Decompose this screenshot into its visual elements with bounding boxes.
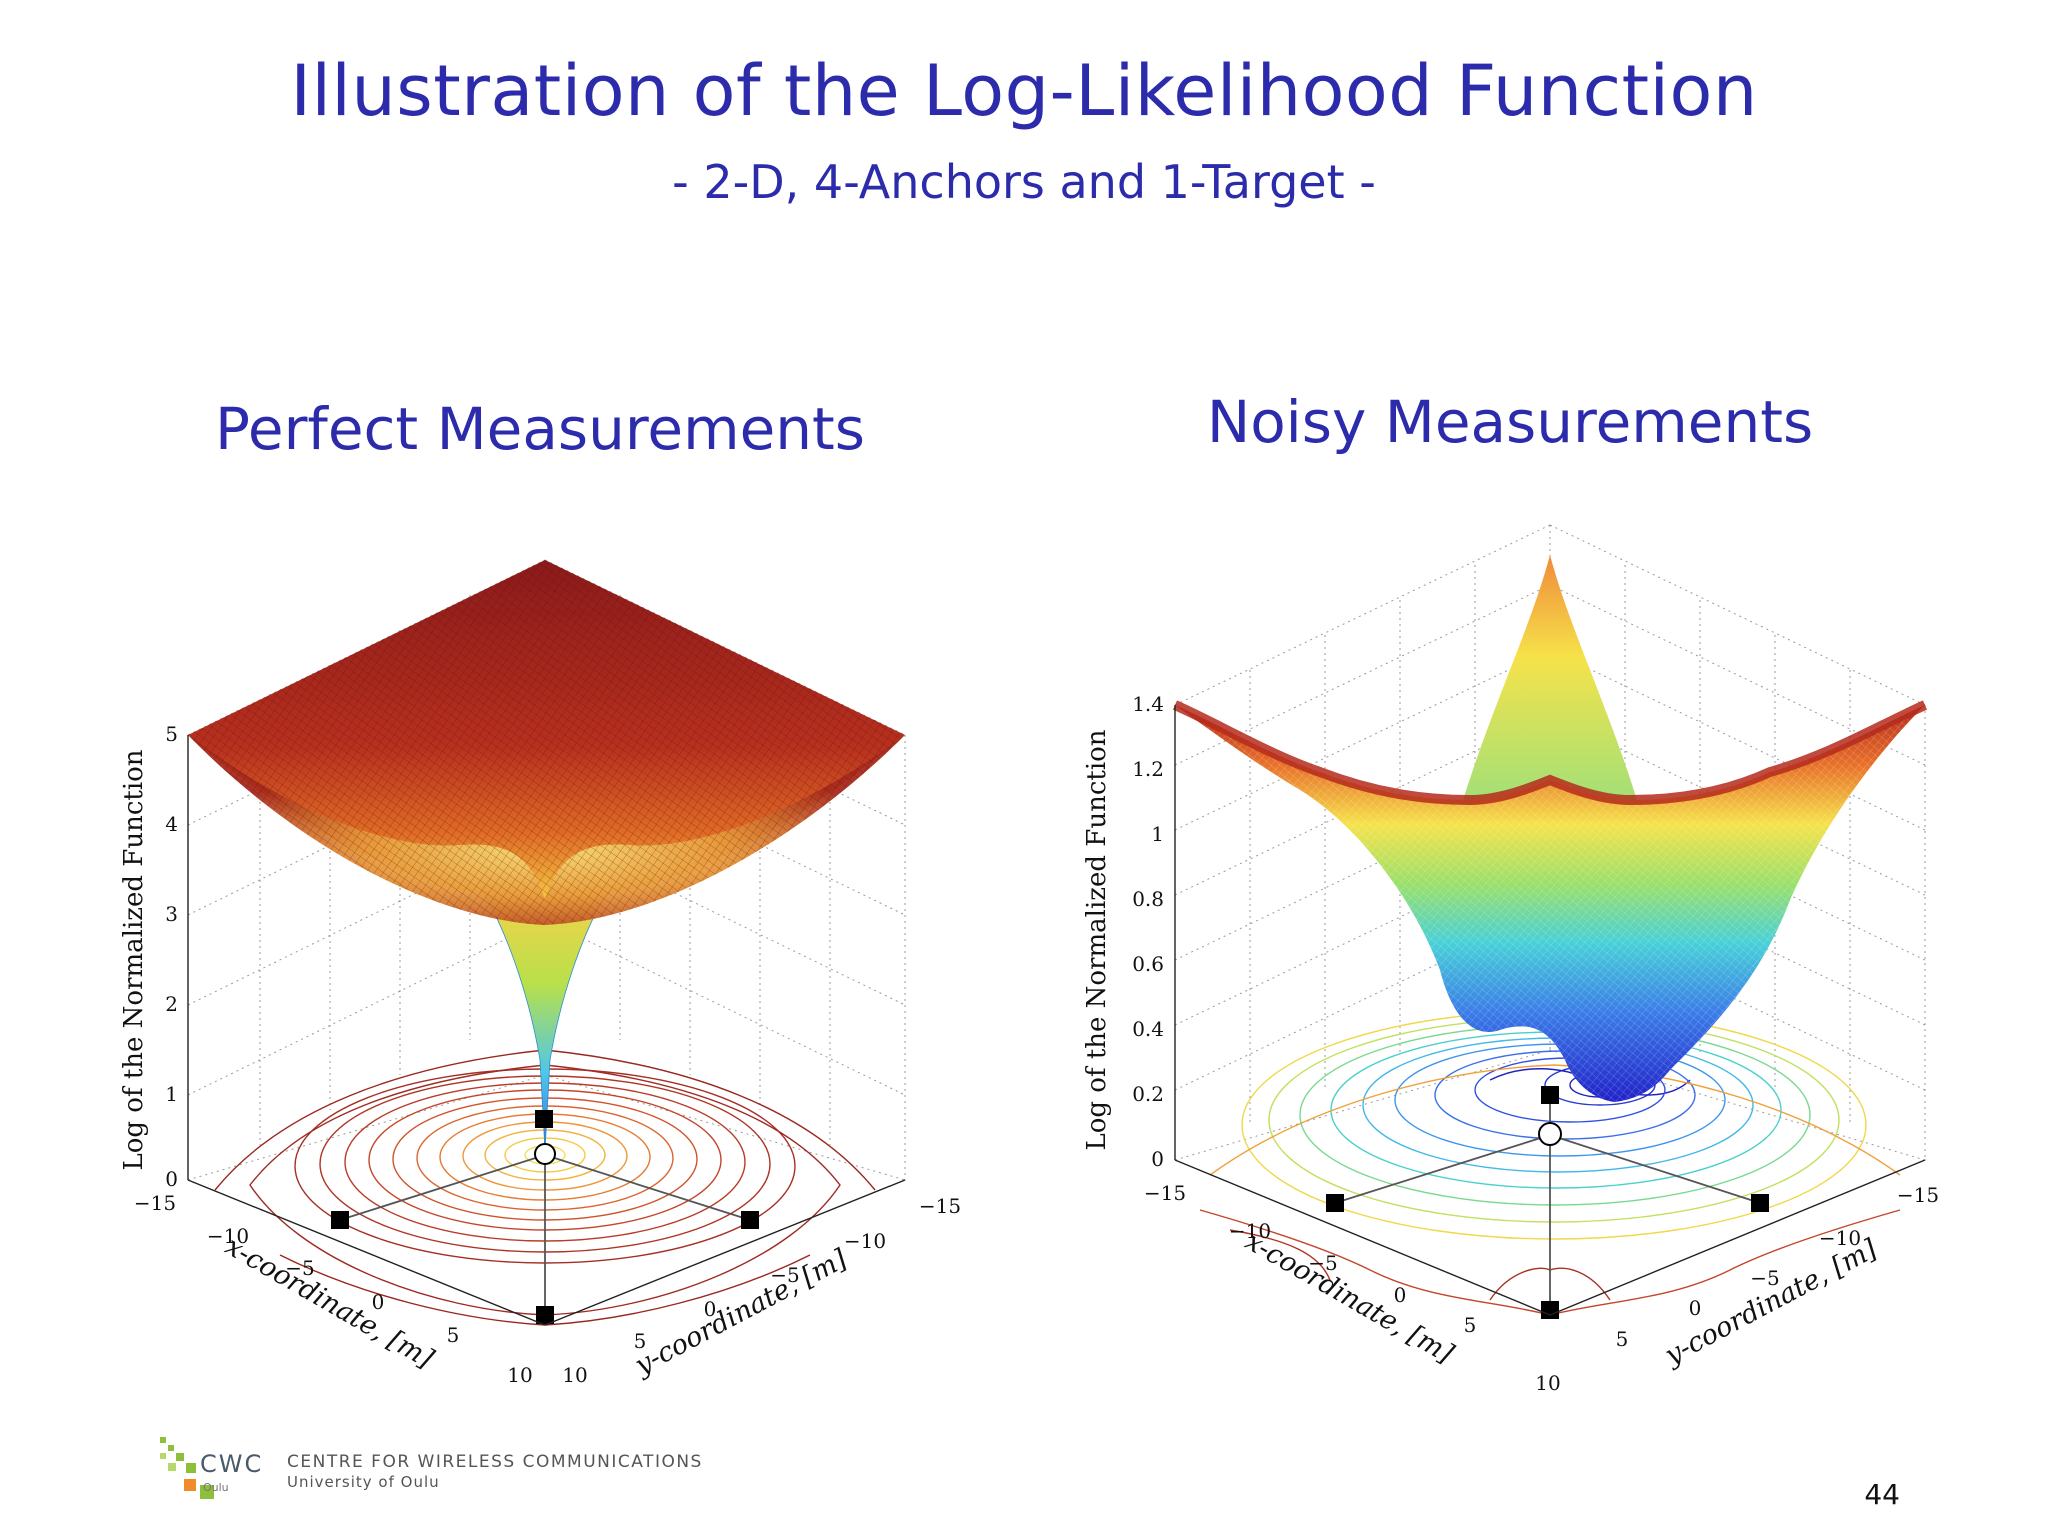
- left-z-tick: 2: [165, 992, 178, 1016]
- left-x-tick: −15: [134, 1191, 176, 1215]
- right-y-tick: 5: [1616, 1327, 1629, 1351]
- left-z-tick: 5: [165, 722, 178, 746]
- left-y-ticks: 10 5 0 −5 −10 −15: [562, 1194, 961, 1387]
- left-anchor-bottom: [536, 1306, 554, 1324]
- left-surface-funnel: [484, 894, 606, 1151]
- right-y-tick: −15: [1897, 1183, 1939, 1207]
- left-x-tick: −5: [285, 1256, 314, 1280]
- left-y-tick: −5: [770, 1263, 799, 1287]
- right-target-marker: [1538, 1122, 1562, 1146]
- left-x-tick: 10: [507, 1363, 532, 1387]
- left-y-tick: 0: [704, 1297, 717, 1321]
- noisy-measurements-plot: 1.4 1.2 1 0.8 0.6 0.4 0.2 0 Log of the N…: [1082, 524, 1939, 1395]
- right-z-tick: 1: [1151, 822, 1164, 846]
- right-x-ticks: −15 −10 −5 0 5 10: [1144, 1181, 1561, 1395]
- slide-subtitle: - 2-D, 4-Anchors and 1-Target -: [672, 155, 1376, 209]
- left-y-tick: −15: [919, 1194, 961, 1218]
- left-x-tick: 5: [447, 1323, 460, 1347]
- left-y-tick: 5: [634, 1329, 647, 1353]
- university-name: University of Oulu: [287, 1473, 440, 1491]
- right-x-tick: −5: [1308, 1251, 1337, 1275]
- left-z-tick: 0: [165, 1167, 178, 1191]
- cwc-logo-subtext: Oulu: [203, 1481, 229, 1494]
- right-z-tick: 0.6: [1132, 952, 1164, 976]
- left-anchor-right: [741, 1211, 759, 1229]
- left-axes: [187, 735, 906, 1326]
- left-x-tick: 0: [372, 1290, 385, 1314]
- right-x-tick: 5: [1464, 1313, 1477, 1337]
- left-z-tick: 3: [165, 902, 178, 926]
- perfect-measurements-plot: 5 4 3 2 1 0 Log of the Normalized Functi…: [119, 559, 961, 1387]
- right-x-tick: 10: [1535, 1371, 1560, 1395]
- left-target-marker: [534, 1143, 556, 1165]
- left-x-ticks: −15 −10 −5 0 5 10: [134, 1191, 533, 1387]
- right-z-tick: 0.4: [1132, 1017, 1164, 1041]
- right-z-tick: 0.2: [1132, 1082, 1164, 1106]
- right-axes: [1174, 705, 1926, 1316]
- right-z-tick: 1.2: [1132, 757, 1164, 781]
- left-y-tick: −10: [844, 1229, 886, 1253]
- left-anchor-top: [535, 1110, 553, 1128]
- left-z-tick: 4: [165, 812, 178, 836]
- right-y-ticks: 5 0 −5 −10 −15: [1616, 1183, 1939, 1351]
- right-z-axis-label: Log of the Normalized Function: [1082, 729, 1112, 1150]
- right-anchor-bottom: [1541, 1301, 1559, 1319]
- right-anchor-left: [1326, 1194, 1344, 1212]
- left-anchor-left: [331, 1211, 349, 1229]
- right-z-ticks: 1.4 1.2 1 0.8 0.6 0.4 0.2 0: [1132, 692, 1164, 1171]
- panel-heading-perfect: Perfect Measurements: [214, 395, 865, 463]
- right-z-tick: 0: [1151, 1147, 1164, 1171]
- right-x-tick: 0: [1394, 1283, 1407, 1307]
- left-x-tick: −10: [207, 1224, 249, 1248]
- left-y-tick: 10: [562, 1363, 587, 1387]
- right-x-tick: −15: [1144, 1181, 1186, 1205]
- cwc-logo-icon: [160, 1437, 214, 1499]
- centre-name: CENTRE FOR WIRELESS COMMUNICATIONS: [287, 1452, 703, 1472]
- right-y-tick: −10: [1819, 1226, 1861, 1250]
- right-z-tick: 1.4: [1132, 692, 1164, 716]
- cwc-logo-text: CWC: [200, 1450, 264, 1478]
- right-anchor-top: [1541, 1086, 1559, 1104]
- right-surface-rim: [1172, 700, 1928, 806]
- page-number: 44: [1864, 1478, 1900, 1511]
- right-anchor-right: [1751, 1194, 1769, 1212]
- slide-title: Illustration of the Log-Likelihood Funct…: [290, 50, 1758, 132]
- right-z-tick: 0.8: [1132, 887, 1164, 911]
- panel-heading-noisy: Noisy Measurements: [1206, 388, 1814, 456]
- left-z-ticks: 5 4 3 2 1 0: [165, 722, 178, 1191]
- right-y-tick: −5: [1750, 1266, 1779, 1290]
- right-y-tick: 0: [1689, 1296, 1702, 1320]
- right-x-tick: −10: [1229, 1219, 1271, 1243]
- right-surface-peak: [1460, 555, 1640, 810]
- left-z-axis-label: Log of the Normalized Function: [119, 749, 149, 1170]
- left-z-tick: 1: [165, 1082, 178, 1106]
